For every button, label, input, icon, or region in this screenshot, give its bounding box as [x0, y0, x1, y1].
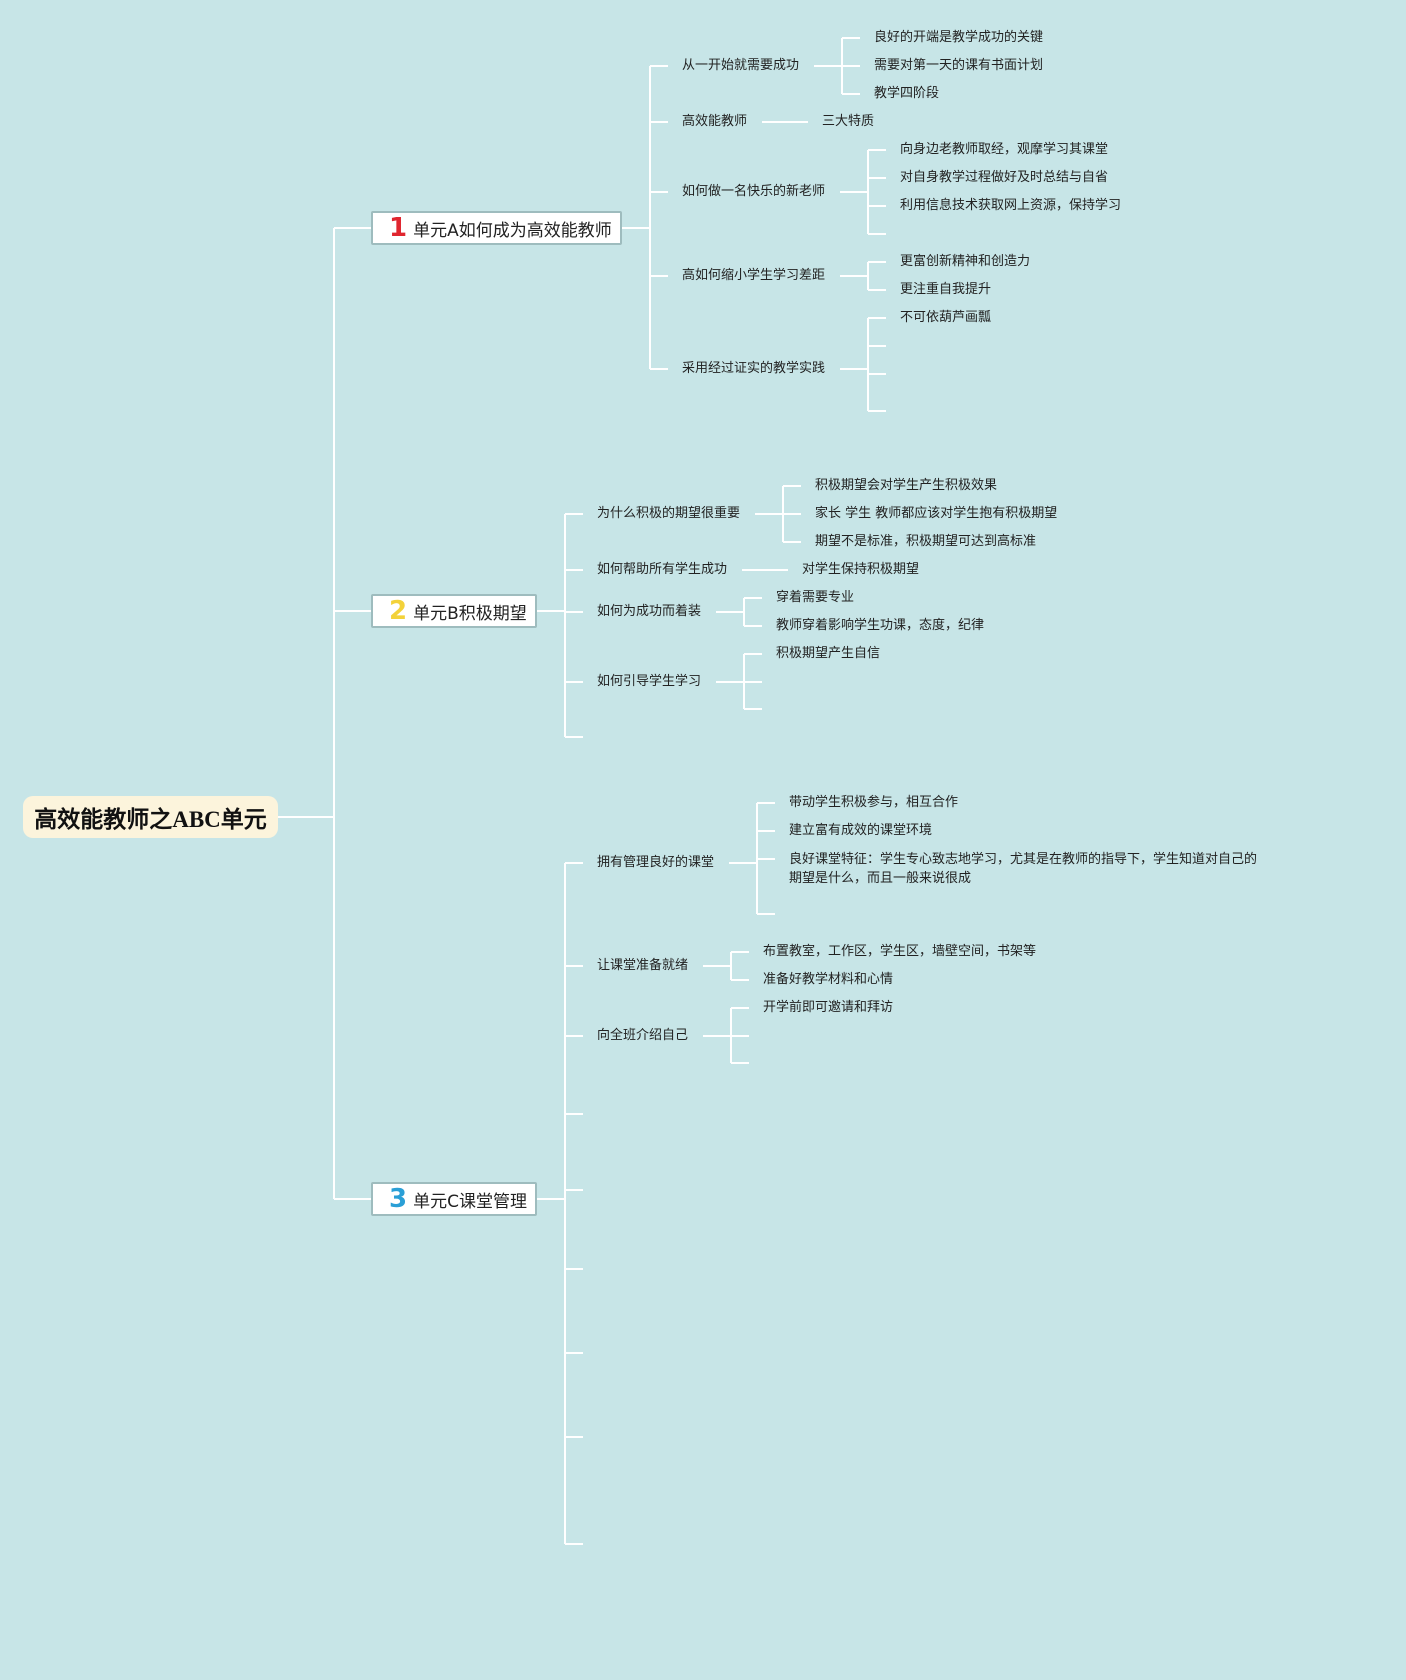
branch-node[interactable]: 拥有管理良好的课堂 — [597, 855, 715, 870]
leaf-node[interactable]: 布置教室，工作区，学生区，墙壁空间，书架等 — [763, 944, 1037, 959]
branch-node[interactable]: 从一开始就需要成功 — [682, 58, 800, 73]
unit-title: 单元B积极期望 — [413, 603, 527, 624]
unit-title: 单元A如何成为高效能教师 — [413, 220, 612, 241]
leaf-node[interactable]: 准备好教学材料和心情 — [763, 972, 894, 987]
leaf-node[interactable]: 教学四阶段 — [874, 86, 940, 101]
branch-node[interactable]: 如何引导学生学习 — [597, 674, 702, 689]
unit-number-3: 3 — [389, 1184, 408, 1214]
leaf-node[interactable]: 家长 学生 教师都应该对学生抱有积极期望 — [815, 506, 1058, 521]
branch-node[interactable]: 如何帮助所有学生成功 — [597, 562, 728, 577]
connector-lines — [278, 37, 886, 1545]
branch-node[interactable]: 高效能教师 — [682, 114, 748, 129]
branch-node[interactable]: 如何为成功而着装 — [597, 604, 702, 619]
unit-node-c[interactable]: 3 单元C课堂管理 — [371, 1182, 537, 1216]
leaf-node[interactable]: 良好课堂特征：学生专心致志地学习，尤其是在教师的指导下，学生知道对自己的期望是什… — [789, 852, 1258, 886]
unit-number-2: 2 — [389, 596, 408, 626]
leaf-node[interactable]: 需要对第一天的课有书面计划 — [874, 58, 1044, 73]
leaf-node[interactable]: 建立富有成效的课堂环境 — [789, 823, 933, 838]
leaf-node[interactable]: 期望不是标准，积极期望可达到高标准 — [815, 534, 1037, 549]
unit-number-1: 1 — [389, 213, 408, 243]
leaf-node[interactable]: 向身边老教师取经，观摩学习其课堂 — [900, 142, 1109, 157]
branch-node[interactable]: 如何做一名快乐的新老师 — [682, 184, 826, 199]
branch-node[interactable]: 采用经过证实的教学实践 — [682, 361, 826, 376]
leaf-node[interactable]: 带动学生积极参与，相互合作 — [789, 795, 959, 810]
unit-title: 单元C课堂管理 — [413, 1191, 527, 1212]
branch-node[interactable]: 让课堂准备就绪 — [597, 958, 689, 973]
leaf-node[interactable]: 对自身教学过程做好及时总结与自省 — [900, 170, 1109, 185]
leaf-node[interactable]: 三大特质 — [822, 114, 875, 129]
unit-node-b[interactable]: 2 单元B积极期望 — [371, 594, 537, 628]
leaf-node[interactable]: 积极期望会对学生产生积极效果 — [815, 478, 998, 493]
unit-node-a[interactable]: 1 单元A如何成为高效能教师 — [371, 211, 622, 245]
leaf-node[interactable]: 更富创新精神和创造力 — [900, 254, 1031, 269]
leaf-node[interactable]: 利用信息技术获取网上资源，保持学习 — [900, 198, 1122, 213]
leaf-node[interactable]: 积极期望产生自信 — [776, 646, 881, 661]
leaf-node[interactable]: 更注重自我提升 — [900, 282, 992, 297]
leaf-node[interactable]: 良好的开端是教学成功的关键 — [874, 30, 1044, 45]
branch-node[interactable]: 高如何缩小学生学习差距 — [682, 268, 826, 283]
leaf-node[interactable]: 教师穿着影响学生功课，态度，纪律 — [776, 618, 985, 633]
leaf-node[interactable]: 穿着需要专业 — [776, 590, 855, 605]
leaf-node[interactable]: 开学前即可邀请和拜访 — [763, 1000, 894, 1015]
root-node[interactable]: 高效能教师之ABC单元 — [23, 796, 278, 838]
branch-node[interactable]: 向全班介绍自己 — [597, 1028, 689, 1043]
leaf-node[interactable]: 不可依葫芦画瓢 — [900, 310, 992, 325]
leaf-node[interactable]: 对学生保持积极期望 — [802, 562, 920, 577]
branch-node[interactable]: 为什么积极的期望很重要 — [597, 506, 741, 521]
